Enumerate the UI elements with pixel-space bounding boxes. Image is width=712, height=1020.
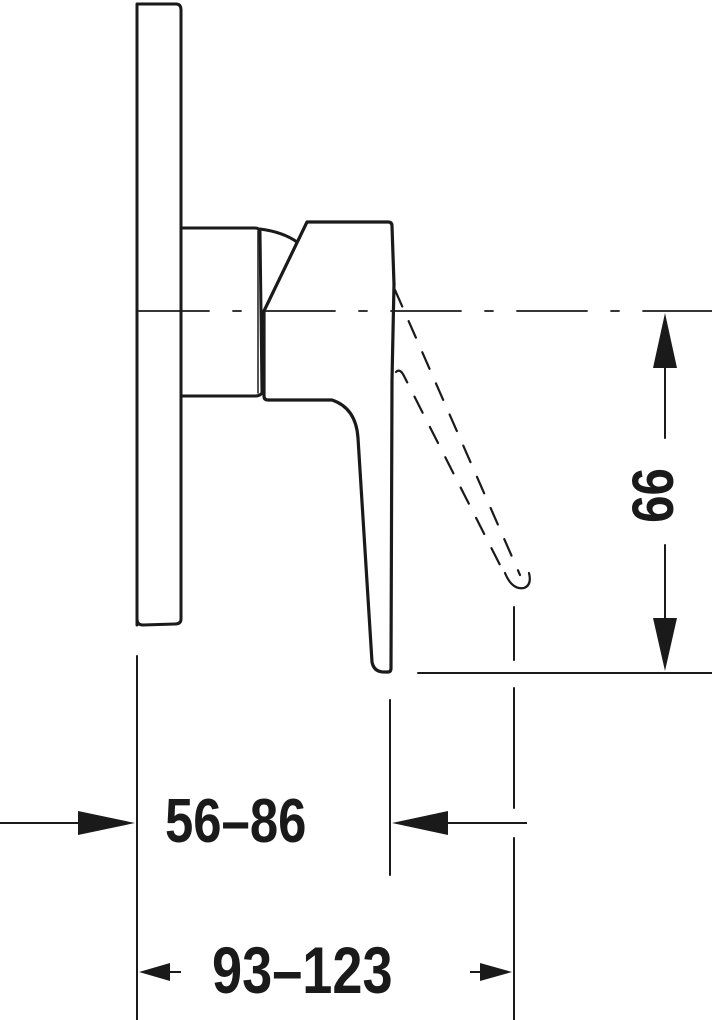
lever-alt-tip: [503, 571, 531, 590]
lever-alt-outer: [393, 288, 522, 577]
lever-alt-inner: [394, 369, 502, 567]
arrow-left-a: [392, 811, 448, 835]
dome-arc: [258, 227, 299, 244]
arrow-left-b: [139, 963, 170, 981]
cylinder-body: [179, 226, 264, 398]
arrow-right-b: [480, 963, 512, 981]
arrow-down: [653, 618, 677, 671]
lever-head: [262, 220, 396, 313]
dimension-total-depth-label: 93–123: [212, 933, 393, 1007]
arrow-right-a: [78, 811, 135, 835]
dimension-lever-height-label: 99: [619, 468, 685, 523]
rosette-plate: [135, 2, 183, 627]
arrow-up: [653, 313, 677, 368]
dimension-projection-label: 56–86: [165, 787, 307, 856]
